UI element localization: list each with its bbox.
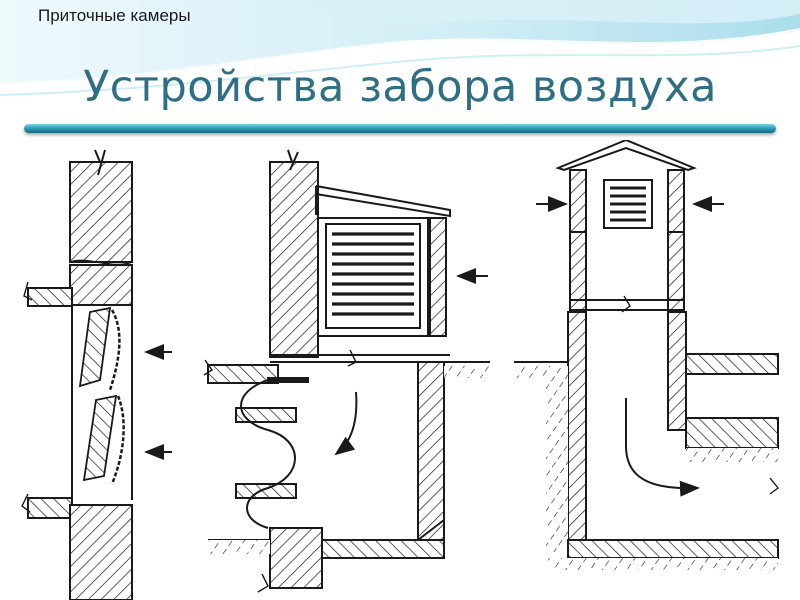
slide-title: Устройства забора воздуха	[83, 62, 717, 112]
section-label: Приточные камеры	[38, 6, 191, 25]
figure-wall-louver-intake	[21, 149, 172, 600]
figure-intake-shaft-tower	[514, 140, 779, 570]
air-intake-diagrams	[21, 140, 779, 600]
header-wave-decoration	[0, 0, 800, 96]
title-divider	[24, 124, 776, 133]
figure-canopy-grille-intake	[203, 149, 490, 593]
